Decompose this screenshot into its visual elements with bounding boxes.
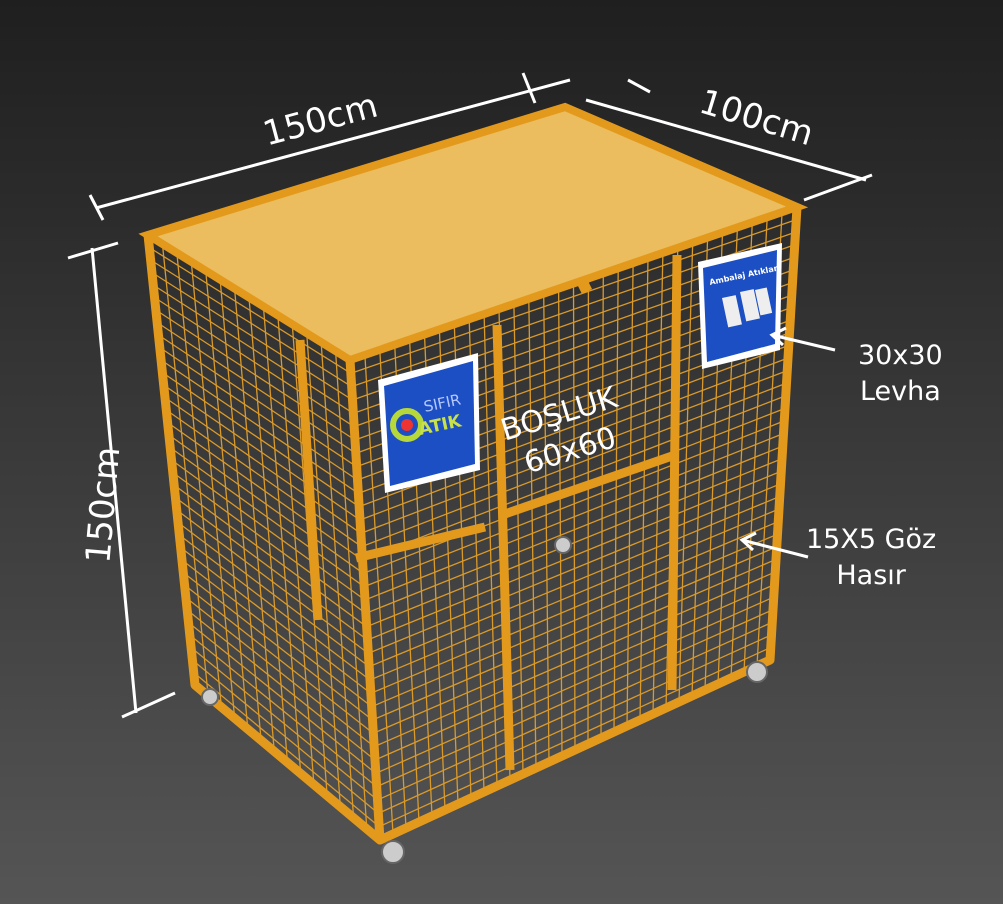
mesh-wire — [177, 521, 370, 668]
mesh-wire — [364, 432, 784, 601]
mesh-size-value: 15X5 Göz — [806, 524, 937, 555]
mesh-wire — [156, 321, 357, 454]
mesh-note: 15X5 Göz Hasır — [806, 522, 936, 594]
mesh-wire — [378, 646, 772, 828]
left-mesh-panel — [147, 234, 381, 841]
mesh-wire — [184, 584, 374, 734]
mesh-wire — [373, 571, 776, 748]
mesh-wire — [158, 334, 358, 468]
mesh-wire — [376, 609, 774, 788]
mesh-wire — [370, 520, 779, 694]
sign-size-text: Levha — [859, 376, 941, 407]
sign-size-note: 30x30 Levha — [858, 338, 943, 410]
dimension-lines — [67, 72, 873, 719]
mesh-wire — [371, 533, 778, 708]
mesh-wire — [155, 309, 356, 441]
mesh-wire — [377, 621, 773, 801]
mesh-wire — [152, 284, 354, 414]
mesh-wire — [180, 546, 372, 694]
sifir-atik-sign: SIFIR ATIK — [378, 353, 480, 493]
wheels — [201, 536, 768, 864]
mesh-wire — [181, 559, 373, 708]
mesh-wire — [378, 634, 772, 814]
mesh-wire — [182, 571, 373, 721]
mesh-wire — [176, 509, 369, 654]
mesh-wire — [160, 359, 359, 494]
ambalaj-atiklari-sign: Ambalaj Atıkları — [698, 243, 782, 369]
mesh-wire — [168, 434, 364, 574]
mesh-wire — [164, 396, 362, 534]
mesh-wire — [189, 634, 378, 788]
mesh-wire — [178, 534, 371, 681]
mesh-wire — [374, 583, 775, 761]
mesh-wire — [191, 659, 379, 814]
mesh-wire — [159, 346, 358, 481]
mesh-wire — [368, 495, 780, 668]
mesh-type-text: Hasır — [836, 560, 906, 591]
mesh-wire — [163, 384, 361, 521]
mesh-wire — [368, 483, 781, 654]
mesh-wire — [151, 271, 353, 401]
mesh-wire — [175, 496, 368, 641]
mesh-wire — [186, 609, 376, 761]
mesh-wire — [366, 458, 783, 628]
mesh-wire — [167, 421, 363, 561]
mesh-wire — [185, 596, 375, 748]
mesh-wire — [154, 296, 355, 428]
mesh-wire — [372, 546, 778, 721]
mesh-wire — [361, 382, 787, 548]
mesh-wire — [362, 395, 786, 561]
mesh-wire — [360, 369, 788, 534]
mesh-wire — [172, 471, 367, 614]
mesh-wire — [363, 420, 785, 588]
sign-size-value: 30x30 — [858, 340, 943, 371]
frame — [143, 206, 802, 845]
cage-top — [138, 102, 809, 365]
mesh-wire — [188, 621, 377, 774]
mesh-wire — [359, 357, 789, 521]
mesh-wire — [350, 218, 797, 374]
mesh-wire — [369, 508, 780, 681]
mesh-wire — [373, 558, 777, 734]
mesh-wire — [171, 459, 366, 601]
mesh-wire — [173, 484, 368, 628]
mesh-wire — [161, 371, 360, 508]
mesh-wire — [193, 672, 380, 828]
mesh-wire — [375, 596, 775, 774]
mesh-wire — [169, 446, 365, 588]
mesh-wire — [367, 470, 782, 641]
mesh-wire — [190, 646, 378, 801]
mesh-wire — [150, 259, 353, 388]
mesh-wire — [365, 445, 783, 614]
mesh-wire — [165, 409, 363, 548]
mesh-wire — [148, 246, 352, 374]
